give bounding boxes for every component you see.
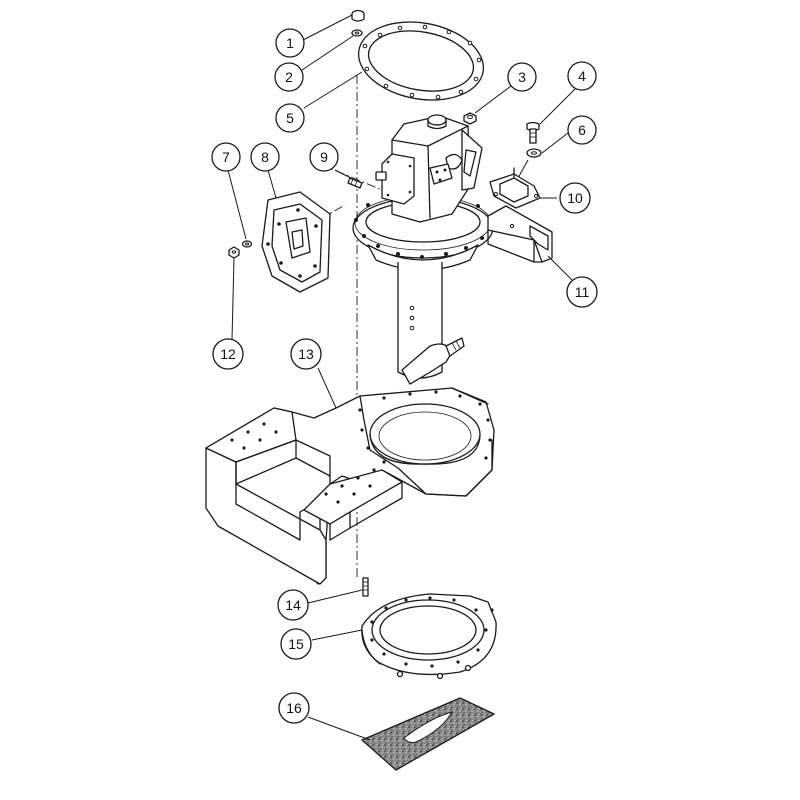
- part-7-washer: [241, 240, 253, 248]
- part-5-top-gasket-ring: [357, 21, 485, 101]
- part-9-stud: [319, 163, 383, 191]
- callout-14: 14: [277, 589, 309, 621]
- callout-11: 11: [566, 276, 598, 308]
- callout-3: 3: [507, 62, 537, 92]
- part-3-nut: [463, 112, 477, 125]
- callout-9: 9: [309, 142, 339, 172]
- svg-text:4: 4: [578, 68, 586, 84]
- part-16-gasket-pad: [361, 697, 495, 771]
- callout-7: 7: [211, 142, 241, 172]
- svg-text:3: 3: [518, 69, 526, 85]
- part-14-stud: [362, 577, 369, 597]
- part-12-nut: [228, 246, 240, 259]
- svg-text:12: 12: [220, 346, 236, 362]
- callout-10: 10: [559, 182, 591, 214]
- svg-text:2: 2: [285, 69, 293, 85]
- part-6-washer: [526, 148, 542, 158]
- callout-8: 8: [250, 142, 280, 172]
- part-15-bottom-flange-plate: [361, 593, 497, 680]
- svg-text:10: 10: [567, 190, 583, 206]
- callout-16: 16: [278, 692, 310, 724]
- part-1-cap-nut: [351, 9, 365, 22]
- svg-text:1: 1: [286, 35, 294, 51]
- callout-12: 12: [212, 338, 244, 370]
- svg-text:13: 13: [298, 346, 314, 362]
- leader-lines: [227, 14, 577, 741]
- svg-text:14: 14: [285, 597, 301, 613]
- callout-5: 5: [275, 103, 305, 133]
- part-4-bolt: [526, 121, 540, 144]
- svg-text:11: 11: [575, 284, 590, 300]
- svg-text:9: 9: [320, 149, 328, 165]
- svg-text:5: 5: [286, 110, 294, 126]
- svg-text:7: 7: [222, 149, 230, 165]
- callout-1: 1: [275, 28, 305, 58]
- gearbox-assembly: [352, 114, 494, 385]
- part-8-side-cover-plate: [261, 191, 346, 293]
- part-13-deck-base: [205, 387, 495, 585]
- callout-15: 15: [280, 628, 312, 660]
- part-10-rubber-mount: [489, 159, 541, 209]
- callout-4: 4: [567, 61, 597, 91]
- callout-2: 2: [274, 62, 304, 92]
- svg-text:15: 15: [288, 636, 304, 652]
- part-11-bracket: [487, 205, 553, 263]
- callout-6: 6: [567, 115, 597, 145]
- svg-text:16: 16: [286, 700, 302, 716]
- svg-text:8: 8: [261, 149, 269, 165]
- part-2-washer: [351, 29, 363, 37]
- svg-text:6: 6: [578, 122, 586, 138]
- callout-13: 13: [290, 338, 322, 370]
